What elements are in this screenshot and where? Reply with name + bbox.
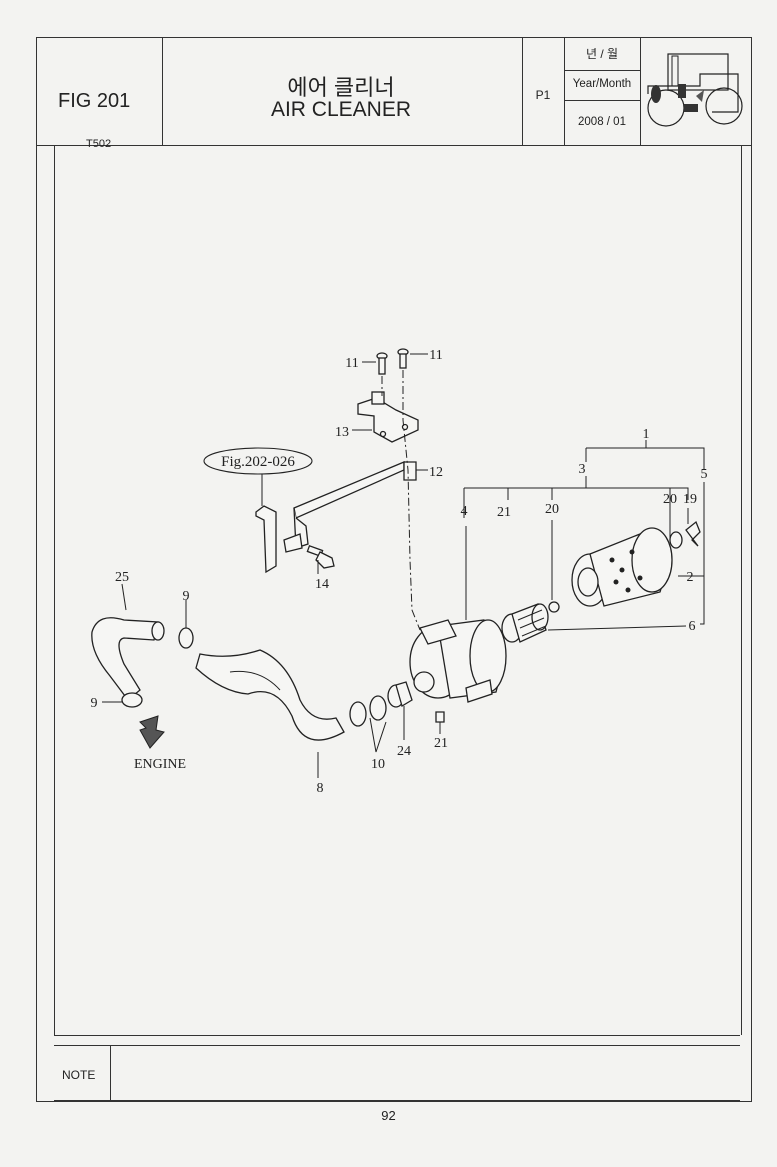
note-divider [54, 1100, 740, 1102]
reference-oval [203, 447, 313, 475]
callout-12: 12 [429, 465, 443, 480]
date-value: 2008 / 01 [578, 116, 626, 128]
bolt-part-11 [376, 352, 388, 375]
callout-3: 3 [579, 462, 586, 477]
callout-9: 9 [183, 589, 190, 604]
callout-1: 1 [643, 427, 650, 442]
callout-13: 13 [335, 425, 349, 440]
page-title-korean: 에어 클리너 [287, 75, 395, 100]
callout-8: 8 [317, 781, 324, 796]
figure-number: FIG 201 [58, 90, 131, 112]
page-frame [36, 37, 752, 1102]
model-code: T502 [86, 138, 112, 150]
note-label: NOTE [62, 1068, 96, 1082]
callout-6: 6 [689, 619, 696, 634]
filter-element-part-20 [501, 603, 549, 643]
exploded-parts-diagram: Fig.202-026 1 2 3 4 5 6 8 9 9 10 11 11 1… [91, 348, 708, 796]
callout-14: 14 [315, 577, 329, 592]
bolt-part-14 [306, 544, 335, 569]
callout-20: 20 [545, 502, 559, 517]
callout-4: 4 [461, 504, 468, 519]
engine-label: ENGINE [134, 757, 186, 772]
date-label: Year/Month [572, 78, 632, 90]
header-divider [564, 37, 566, 145]
callout-25: 25 [115, 570, 129, 585]
bracket-tab [371, 391, 385, 405]
clamp-part-10 [349, 701, 367, 727]
clamp-part-9 [121, 692, 143, 708]
engine-direction-arrow-icon [139, 715, 165, 749]
callout-21: 21 [497, 505, 511, 520]
reference-label: Fig.202-026 [221, 454, 295, 470]
tractor-location-icon [647, 53, 743, 127]
seal-part-20 [669, 531, 683, 549]
bolt-part-11 [397, 348, 409, 369]
callout-24: 24 [397, 744, 411, 759]
seal-part [548, 601, 560, 613]
bracket-part-13 [357, 397, 419, 443]
wing-nut-part-19 [685, 520, 701, 547]
callout-9: 9 [91, 696, 98, 711]
callout-21: 21 [434, 736, 448, 751]
air-cleaner-body-part-4 [409, 619, 507, 703]
header-divider [640, 37, 642, 145]
callout-5: 5 [701, 467, 708, 482]
note-divider [110, 1045, 112, 1100]
callout-19: 19 [683, 492, 697, 507]
drawing-area [54, 145, 742, 1035]
frame-reference-part [255, 505, 277, 574]
callout-10: 10 [371, 757, 385, 772]
callout-11: 11 [345, 356, 358, 371]
header-divider [564, 70, 640, 72]
cover-part-2 [571, 527, 673, 607]
callout-2: 2 [687, 570, 694, 585]
hose-part-25 [91, 617, 159, 701]
clamp-part-10 [369, 695, 387, 721]
intake-pipe-part-8 [195, 649, 345, 741]
date-label-korean: 년 / 월 [585, 47, 619, 61]
bracket-part-12 [403, 461, 417, 481]
page-title: AIR CLEANER [270, 98, 412, 121]
page-code: P1 [535, 88, 551, 102]
note-divider [54, 1045, 740, 1047]
header-divider [564, 100, 640, 102]
header-divider [162, 37, 164, 145]
callout-20: 20 [663, 492, 677, 507]
note-divider [54, 1035, 740, 1037]
clamp-part-9 [178, 627, 194, 649]
screw-part-21 [435, 711, 445, 723]
hose-part-24 [387, 681, 413, 708]
header-divider [522, 37, 524, 145]
page-number: 92 [381, 1108, 396, 1123]
header-divider [36, 145, 752, 147]
callout-11: 11 [429, 348, 442, 363]
bracket-strip [293, 461, 405, 519]
